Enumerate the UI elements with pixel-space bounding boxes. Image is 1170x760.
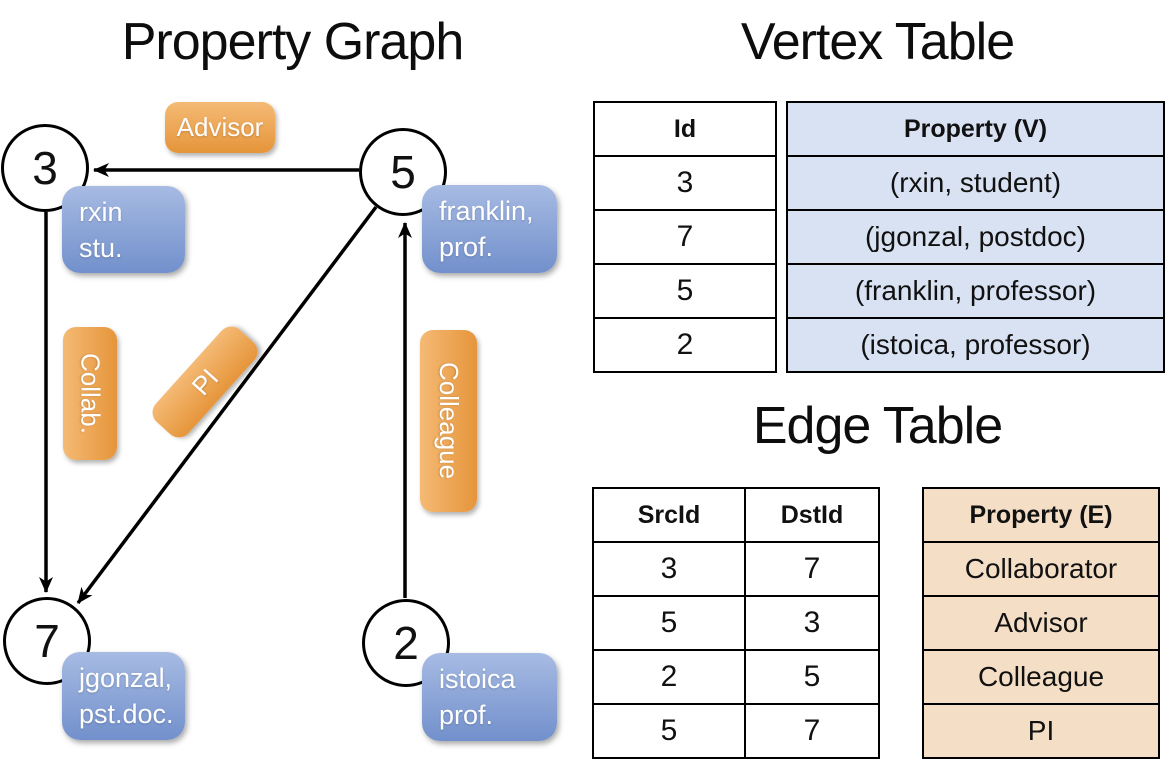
edge-dst-cell: 3 bbox=[744, 597, 878, 649]
edge-table-src-dst-columns: SrcId DstId 3 7 5 3 2 5 5 7 bbox=[592, 487, 880, 759]
edge-label-colleague: Colleague bbox=[420, 330, 477, 512]
vertex-id-cell: 5 bbox=[595, 263, 775, 317]
property-line: rxin bbox=[79, 197, 123, 227]
vertex-table-title: Vertex Table bbox=[740, 13, 1015, 71]
edge-table-row: 5 7 bbox=[594, 703, 878, 757]
edge-dst-cell: 7 bbox=[744, 543, 878, 595]
vertex-id-header: Id bbox=[673, 114, 697, 143]
property-line: stu. bbox=[79, 232, 123, 263]
edge-src-cell: 5 bbox=[660, 606, 678, 639]
edge-dst-header: DstId bbox=[744, 489, 878, 541]
property-line: franklin, bbox=[439, 196, 534, 226]
property-line: istoica bbox=[439, 664, 516, 694]
edge-table-row: 5 3 bbox=[594, 595, 878, 649]
vertex-property-box-jgonzal: jgonzal, pst.doc. bbox=[62, 652, 185, 740]
node-id-label: 7 bbox=[34, 615, 60, 667]
vertex-node-5: 5 bbox=[359, 128, 447, 216]
edge-property-cell: Collaborator bbox=[924, 541, 1158, 595]
edge-label-pi: PI bbox=[147, 321, 263, 443]
edge-table-property-column: Property (E) Collaborator Advisor Collea… bbox=[922, 487, 1160, 759]
vertex-table-id-column: Id 3 7 5 2 bbox=[593, 101, 777, 373]
vertex-property-box-istoica: istoica prof. bbox=[422, 653, 557, 741]
vertex-property-cell: (jgonzal, postdoc) bbox=[788, 209, 1163, 263]
edge-src-header: SrcId bbox=[637, 500, 701, 529]
edge-property-cell: PI bbox=[924, 703, 1158, 757]
node-id-label: 3 bbox=[32, 142, 58, 194]
vertex-property-cell: (franklin, professor) bbox=[788, 263, 1163, 317]
vertex-node-3: 3 bbox=[1, 124, 89, 212]
vertex-property-cell: (istoica, professor) bbox=[788, 317, 1163, 371]
property-graph-title: Property Graph bbox=[121, 13, 465, 71]
edge-table-title: Edge Table bbox=[752, 397, 1003, 455]
property-line: pst.doc. bbox=[79, 698, 174, 729]
edge-dst-cell: 5 bbox=[744, 651, 878, 703]
edge-src-cell: 2 bbox=[660, 660, 678, 693]
edge-table-row: 2 5 bbox=[594, 649, 878, 703]
edge-property-cell: Colleague bbox=[924, 649, 1158, 703]
vertex-id-cell: 7 bbox=[595, 209, 775, 263]
vertex-property-box-franklin: franklin, prof. bbox=[422, 185, 557, 273]
vertex-property-cell: (rxin, student) bbox=[788, 155, 1163, 209]
node-id-label: 2 bbox=[393, 617, 419, 669]
edge-table-row: 3 7 bbox=[594, 541, 878, 595]
edge-label-advisor: Advisor bbox=[165, 102, 275, 153]
vertex-property-header: Property (V) bbox=[903, 114, 1048, 143]
property-line: prof. bbox=[439, 231, 494, 262]
vertex-id-cell: 3 bbox=[595, 155, 775, 209]
edge-table-header-row: SrcId DstId bbox=[594, 489, 878, 541]
edge-src-cell: 5 bbox=[660, 714, 678, 747]
edge-property-cell: Advisor bbox=[924, 595, 1158, 649]
vertex-id-cell: 2 bbox=[595, 317, 775, 371]
edge-dst-cell: 7 bbox=[744, 705, 878, 757]
vertex-property-box-rxin: rxin stu. bbox=[62, 186, 185, 273]
edge-src-cell: 3 bbox=[660, 552, 678, 585]
property-line: prof. bbox=[439, 699, 494, 730]
vertex-table-property-column: Property (V) (rxin, student) (jgonzal, p… bbox=[786, 101, 1165, 373]
edge-label-collab: Collab. bbox=[63, 327, 117, 460]
node-id-label: 5 bbox=[390, 146, 416, 198]
edge-property-header: Property (E) bbox=[969, 500, 1113, 529]
property-line: jgonzal, bbox=[79, 663, 173, 693]
